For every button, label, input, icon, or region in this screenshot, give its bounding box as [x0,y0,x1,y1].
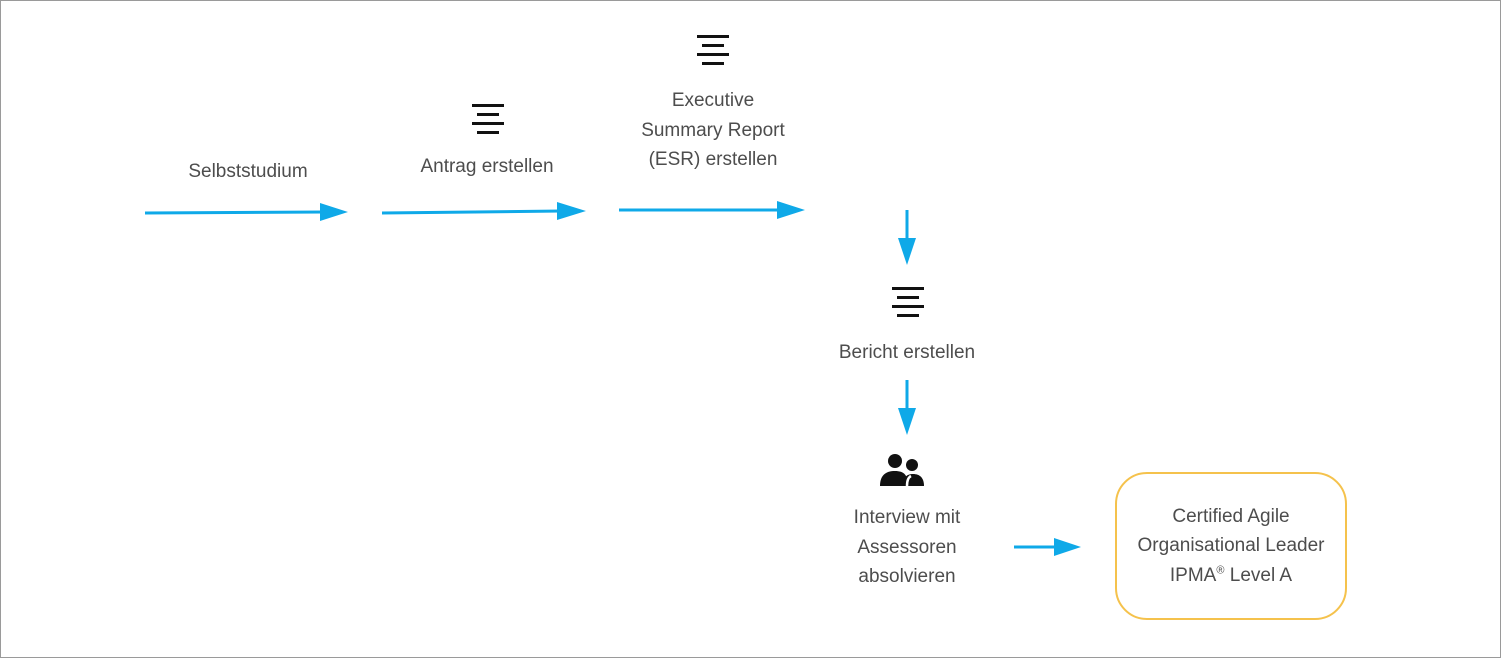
text-align-center-icon [892,287,924,317]
step-esr-line-1: Executive [671,90,755,111]
step-esr-line-2: Summary Report [641,119,785,141]
step-application-label: Antrag erstellen [420,156,554,177]
arrow-to-result [1014,538,1081,556]
arrow-down-to-report [898,210,916,265]
step-interview-label: Interview mit Assessoren absolvieren [807,503,1007,592]
result-line-3-prefix: IPMA [1169,564,1217,586]
people-icon [880,454,924,487]
result-line-2: Organisational Leader [1137,535,1325,557]
step-self-study-label: Selbststudium [188,161,308,182]
step-interview-line-2: Assessoren [857,536,957,558]
text-align-center-icon [697,35,729,65]
step-esr-line-3: (ESR) erstellen [648,149,778,170]
result-line-3: IPMA® Level A [1170,561,1292,591]
result-line-3-suffix: Level A [1224,564,1293,586]
arrow-esr [619,201,805,219]
step-esr-label: Executive Summary Report (ESR) erstellen [593,86,833,175]
arrow-self-study [144,203,348,221]
step-report-label: Bericht erstellen [838,342,976,363]
arrow-down-to-interview [898,380,916,435]
certification-result-box: Certified Agile Organisational Leader IP… [1115,472,1347,620]
registered-mark: ® [1216,564,1225,577]
text-align-center-icon [472,104,504,134]
arrow-application [381,202,586,220]
step-interview-line-1: Interview mit [853,507,961,528]
step-interview-line-3: absolvieren [858,566,956,587]
result-line-1: Certified Agile [1172,505,1290,527]
